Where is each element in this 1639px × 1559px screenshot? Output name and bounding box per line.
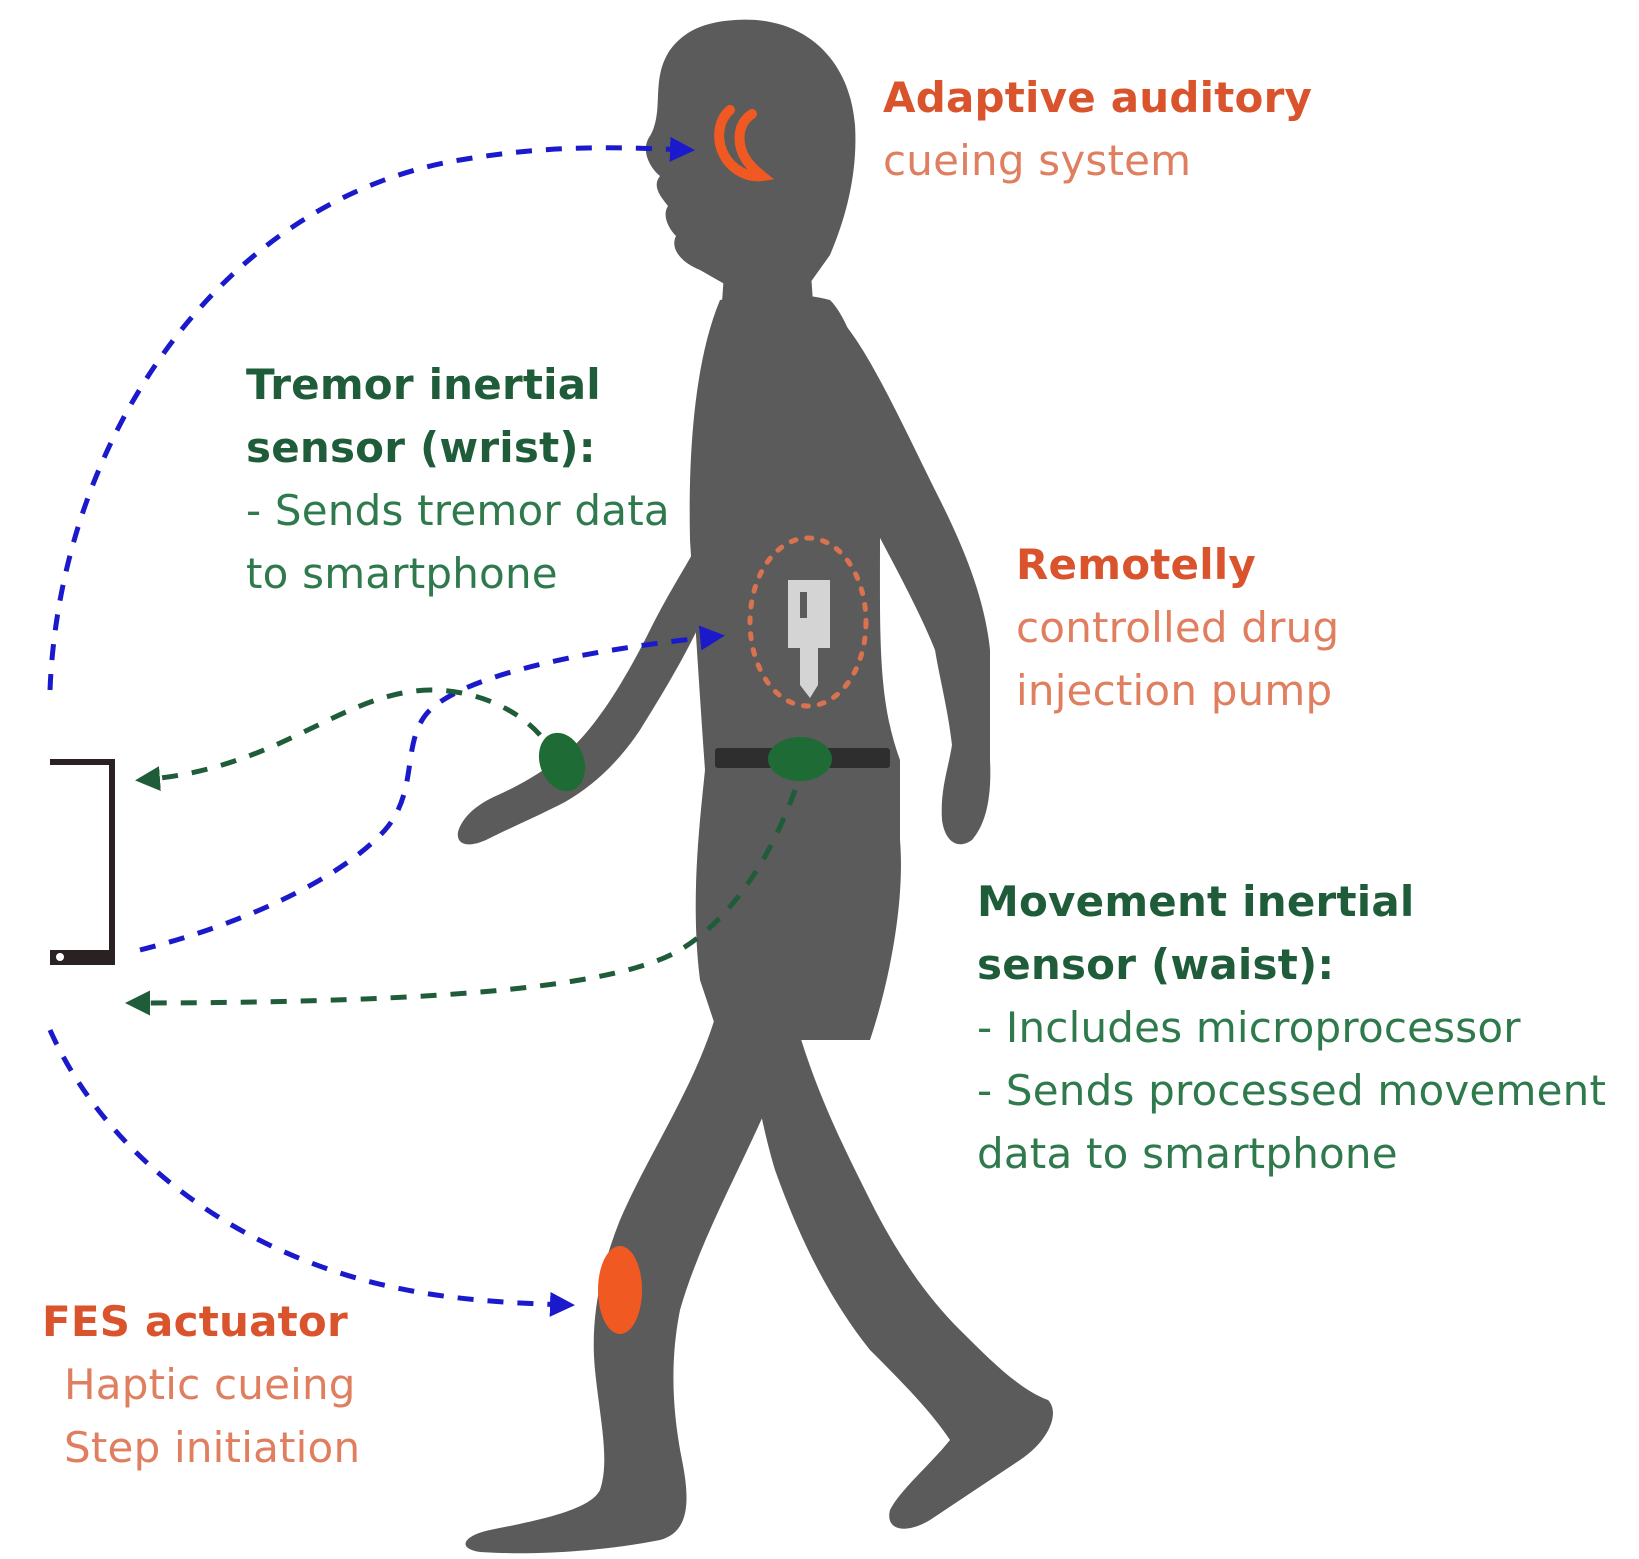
label-movement-line: - Includes microprocessor — [977, 996, 1606, 1059]
label-fes-title: FES actuator — [42, 1290, 360, 1353]
arrow-waist-to-phone — [130, 790, 795, 1003]
label-movement-line: - Sends processed movement — [977, 1059, 1606, 1122]
label-movement-title-line: Movement inertial — [977, 870, 1606, 933]
green-arrows — [130, 690, 795, 1003]
label-pump-title: Remotelly — [1016, 533, 1339, 596]
waist-sensor-icon — [768, 737, 832, 781]
label-pump-line: controlled drug — [1016, 596, 1339, 659]
label-tremor: Tremor inertial sensor (wrist): - Sends … — [246, 353, 670, 605]
smartphone-icon — [50, 762, 112, 964]
arrow-wrist-to-phone — [140, 690, 540, 780]
label-fes-line: Step initiation — [42, 1416, 360, 1479]
label-movement-line: data to smartphone — [977, 1122, 1606, 1185]
label-tremor-title-line: sensor (wrist): — [246, 416, 670, 479]
label-auditory-title: Adaptive auditory — [883, 66, 1312, 129]
label-pump-line: injection pump — [1016, 659, 1339, 722]
label-pump: Remotelly controlled drug injection pump — [1016, 533, 1339, 722]
label-fes: FES actuator Haptic cueing Step initiati… — [42, 1290, 360, 1479]
label-fes-line: Haptic cueing — [42, 1353, 360, 1416]
fes-actuator-icon — [598, 1246, 642, 1334]
human-silhouette — [458, 20, 1053, 1554]
label-tremor-line: to smartphone — [246, 542, 670, 605]
label-auditory: Adaptive auditory cueing system — [883, 66, 1312, 192]
label-movement: Movement inertial sensor (waist): - Incl… — [977, 870, 1606, 1185]
label-tremor-line: - Sends tremor data — [246, 479, 670, 542]
arrow-phone-to-knee — [50, 1030, 570, 1305]
label-tremor-title-line: Tremor inertial — [246, 353, 670, 416]
label-auditory-line: cueing system — [883, 129, 1312, 192]
label-movement-title-line: sensor (waist): — [977, 933, 1606, 996]
